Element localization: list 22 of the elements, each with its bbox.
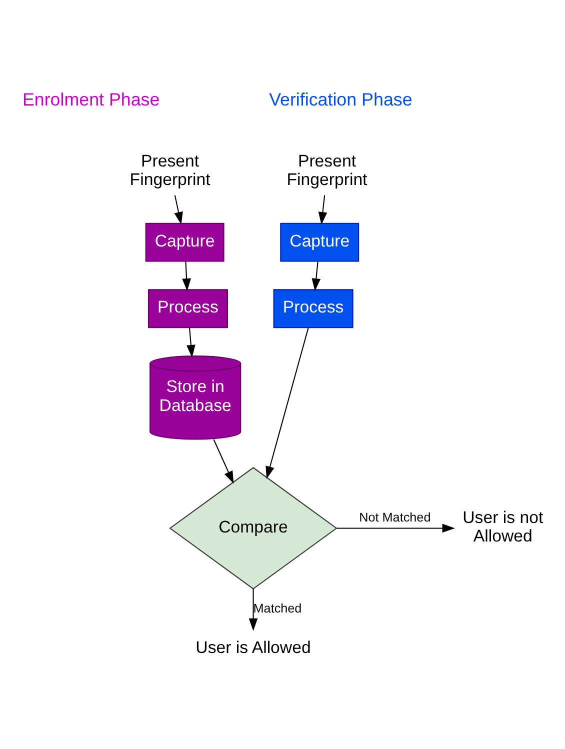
node-diamond: Compare [169,466,338,589]
label: Verification Phase [269,88,412,109]
node-box: Process [273,288,354,328]
node-text: User is not Allowed [462,507,544,546]
node-box: Process [148,288,228,328]
arrow [213,438,234,484]
arrow [336,523,455,532]
node-text: Present Fingerprint [130,150,210,189]
node-text: User is Allowed [196,637,311,656]
node-text: Present Fingerprint [286,150,368,189]
arrow [186,327,196,358]
arrow [318,194,328,224]
arrow [248,588,258,630]
label: Enrolment Phase [22,88,160,109]
arrow [182,261,191,291]
edge-label: Not Matched [359,510,431,524]
node-box: Capture [145,222,224,262]
node-box: Capture [280,222,360,262]
edge-label: Matched [253,601,302,616]
arrow [266,327,309,478]
arrow [174,194,183,224]
arrow [312,261,321,291]
